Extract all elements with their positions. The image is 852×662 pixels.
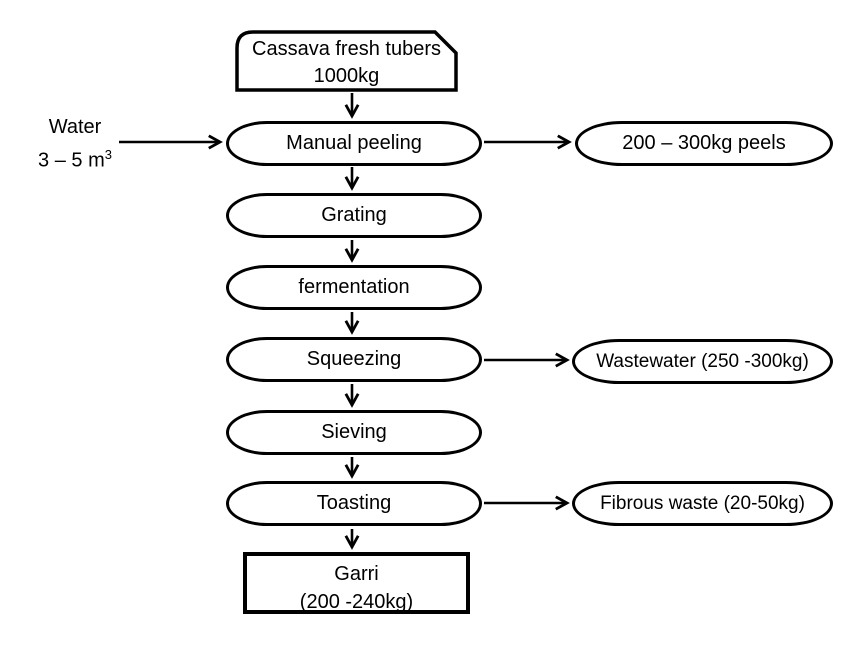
water-superscript: 3 bbox=[104, 147, 112, 162]
cassava-box-shape bbox=[235, 30, 458, 92]
node-sieving: Sieving bbox=[226, 410, 482, 455]
node-toasting: Toasting bbox=[226, 481, 482, 526]
node-label: Toasting bbox=[316, 492, 392, 514]
node-wastewater-output: Wastewater (250 -300kg) bbox=[572, 339, 833, 384]
node-grating: Grating bbox=[226, 193, 482, 238]
cassava-label-line1: Cassava fresh tubers bbox=[252, 38, 441, 60]
node-label: fermentation bbox=[298, 276, 410, 298]
node-peels-output: 200 – 300kg peels bbox=[575, 121, 833, 166]
node-garri-product: Garri (200 -240kg) bbox=[243, 552, 470, 614]
garri-label-line2: (200 -240kg) bbox=[299, 591, 414, 613]
node-manual-peeling: Manual peeling bbox=[226, 121, 482, 166]
node-label: Manual peeling bbox=[286, 132, 422, 154]
node-label: 200 – 300kg peels bbox=[622, 132, 786, 154]
node-fermentation: fermentation bbox=[226, 265, 482, 310]
node-fibrous-waste-output: Fibrous waste (20-50kg) bbox=[572, 481, 833, 526]
water-input-label: Water 3 – 5 m3 bbox=[25, 114, 125, 175]
garri-label-line1: Garri bbox=[334, 563, 379, 585]
node-label: Wastewater (250 -300kg) bbox=[596, 350, 809, 372]
node-label: Fibrous waste (20-50kg) bbox=[600, 492, 805, 514]
node-squeezing: Squeezing bbox=[226, 337, 482, 382]
water-label-line2: 3 – 5 m3 bbox=[38, 147, 112, 172]
node-label: Sieving bbox=[321, 421, 387, 443]
node-cassava-fresh-tubers: Cassava fresh tubers 1000kg bbox=[235, 30, 458, 92]
water-label-line1: Water bbox=[48, 116, 102, 138]
node-label: Squeezing bbox=[306, 348, 402, 370]
node-label: Grating bbox=[321, 204, 387, 226]
cassava-label-line2: 1000kg bbox=[313, 65, 380, 87]
